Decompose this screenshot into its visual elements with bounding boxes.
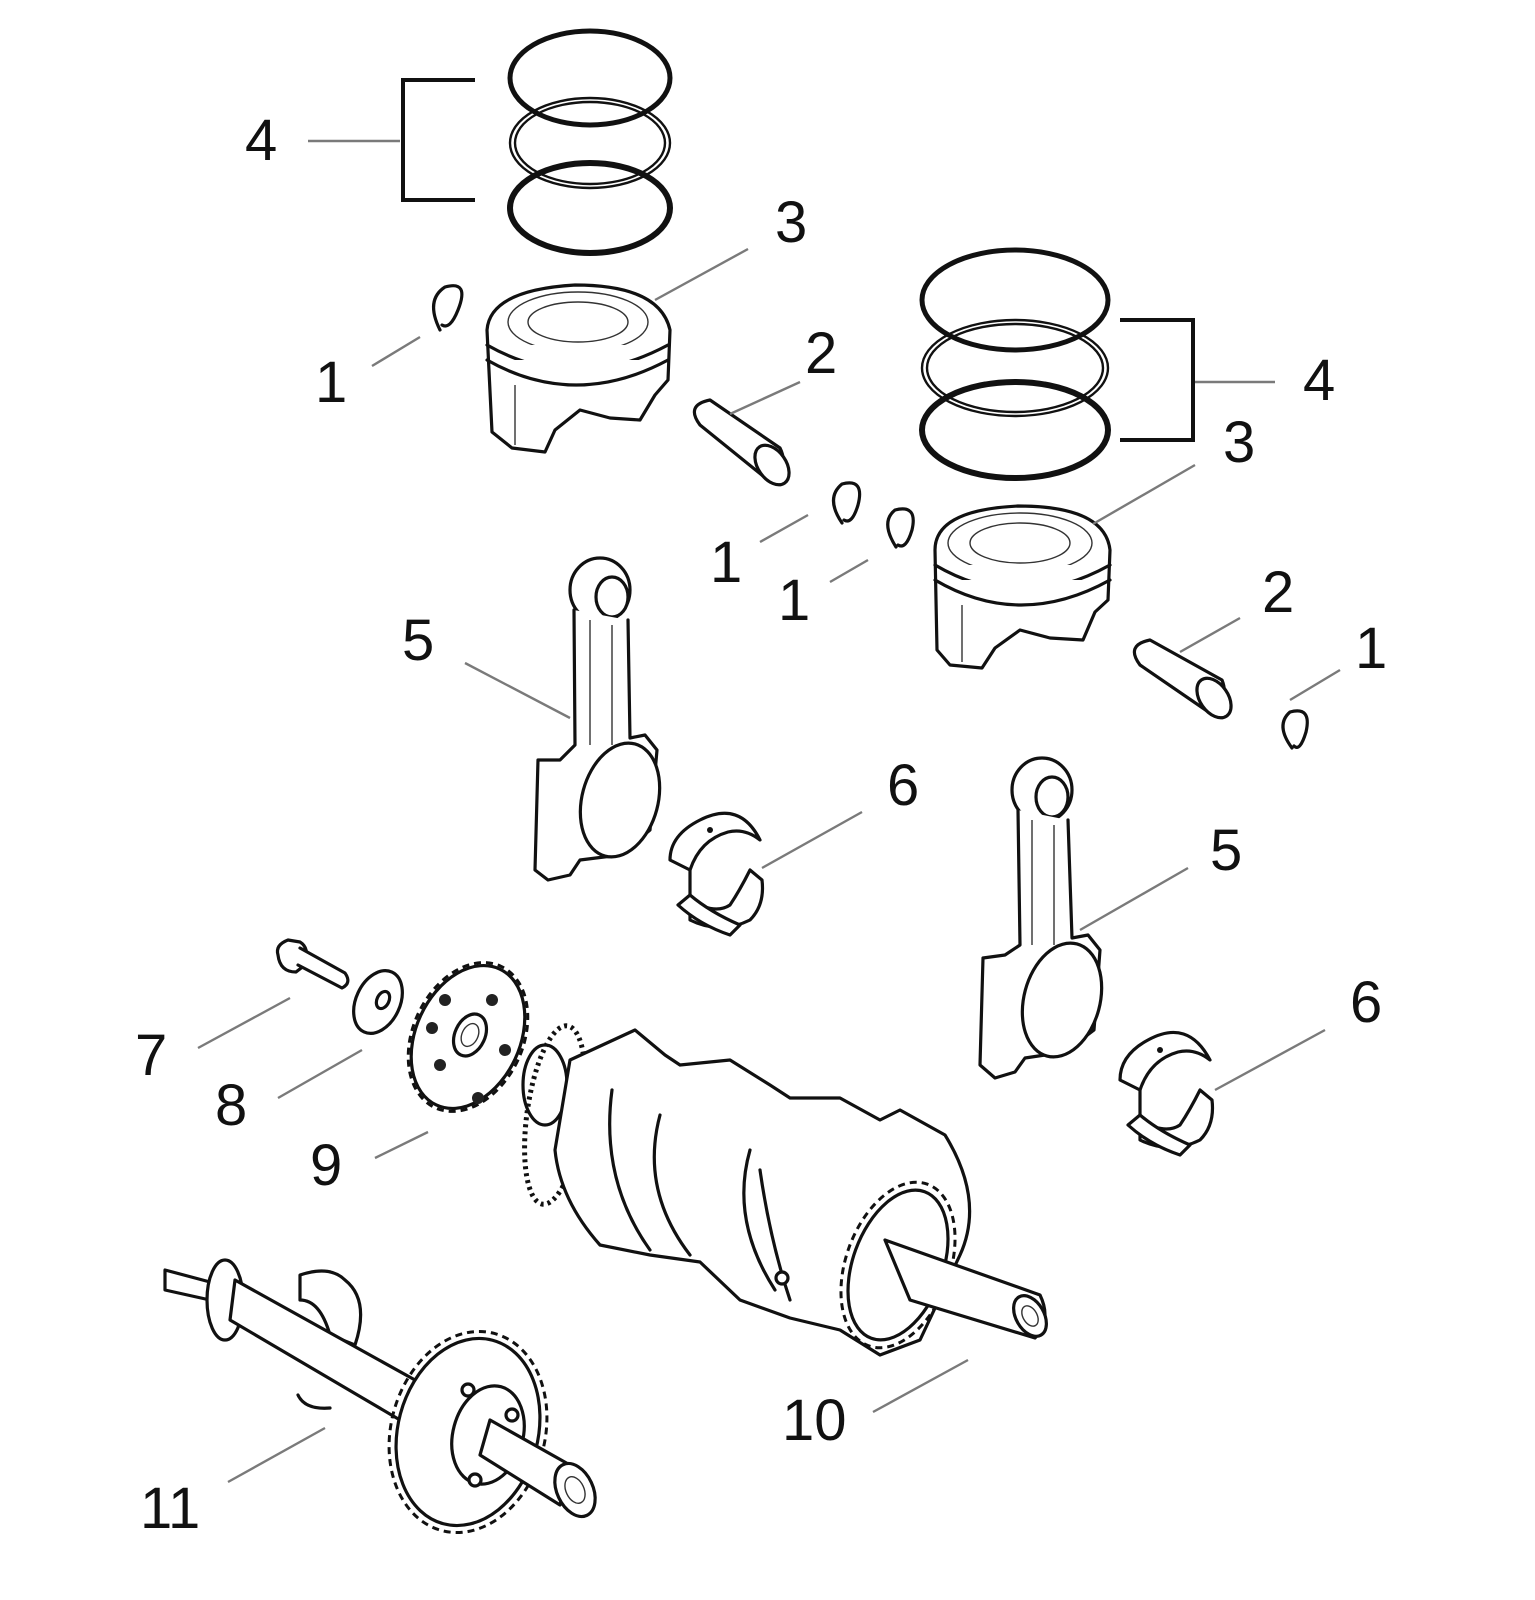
washer xyxy=(352,969,404,1035)
callout-label: 9 xyxy=(310,1133,342,1198)
connecting-rod-right xyxy=(978,756,1104,1080)
callout-label: 4 xyxy=(245,108,277,173)
circlip-left-a xyxy=(432,284,464,332)
callout-label: 1 xyxy=(315,350,347,415)
piston-left xyxy=(485,283,672,454)
crankshaft xyxy=(521,1023,1048,1357)
callout-label: 1 xyxy=(778,568,810,633)
leader-3b xyxy=(1092,463,1196,526)
callout-label: 5 xyxy=(402,608,434,673)
leader-1b xyxy=(759,513,809,544)
circlip-mid-a xyxy=(831,481,862,525)
callout-label: 3 xyxy=(1223,410,1255,475)
callout-label: 6 xyxy=(1350,970,1382,1035)
piston-right xyxy=(933,504,1112,670)
leader-9 xyxy=(374,1130,429,1160)
leader-5a xyxy=(464,661,571,720)
sprocket xyxy=(406,961,530,1113)
callout-label: 1 xyxy=(1355,616,1387,681)
leader-10 xyxy=(872,1358,969,1414)
callout-label: 4 xyxy=(1303,348,1335,413)
leader-1d xyxy=(1289,668,1341,702)
bearing-shell-right xyxy=(1118,1030,1215,1157)
callout-label: 1 xyxy=(710,530,742,595)
leader-5b xyxy=(1079,866,1189,932)
leader-2b xyxy=(1179,616,1241,654)
leader-8 xyxy=(277,1048,363,1100)
callout-label: 5 xyxy=(1210,818,1242,883)
callout-label: 7 xyxy=(135,1023,167,1088)
piston-ring-set-right xyxy=(919,247,1111,481)
bolt xyxy=(275,938,350,990)
circlip-right xyxy=(1281,709,1309,750)
leader-1c xyxy=(829,558,869,584)
callout-label: 10 xyxy=(782,1388,847,1453)
balancer-shaft xyxy=(163,1258,597,1535)
piston-pin-left xyxy=(692,398,791,487)
piston-ring-set-left xyxy=(507,28,673,256)
piston-pin-right xyxy=(1132,638,1233,720)
callout-label: 6 xyxy=(887,753,919,818)
callout-label: 8 xyxy=(215,1073,247,1138)
callout-label: 2 xyxy=(1262,560,1294,625)
bearing-shell-left xyxy=(668,811,765,937)
leader-1a xyxy=(371,335,421,368)
callout-label: 2 xyxy=(805,321,837,386)
leader-3a xyxy=(654,247,749,302)
connecting-rod-left xyxy=(533,556,662,882)
leader-2a xyxy=(729,380,801,416)
leader-6a xyxy=(761,810,863,870)
ring-bracket-right xyxy=(1120,318,1195,442)
leader-7 xyxy=(197,996,291,1050)
ring-bracket-left xyxy=(401,78,475,202)
leader-11 xyxy=(227,1426,326,1484)
circlip-mid-b xyxy=(886,507,915,549)
callout-label: 11 xyxy=(140,1476,200,1541)
callout-label: 3 xyxy=(775,190,807,255)
leader-6b xyxy=(1214,1028,1326,1092)
